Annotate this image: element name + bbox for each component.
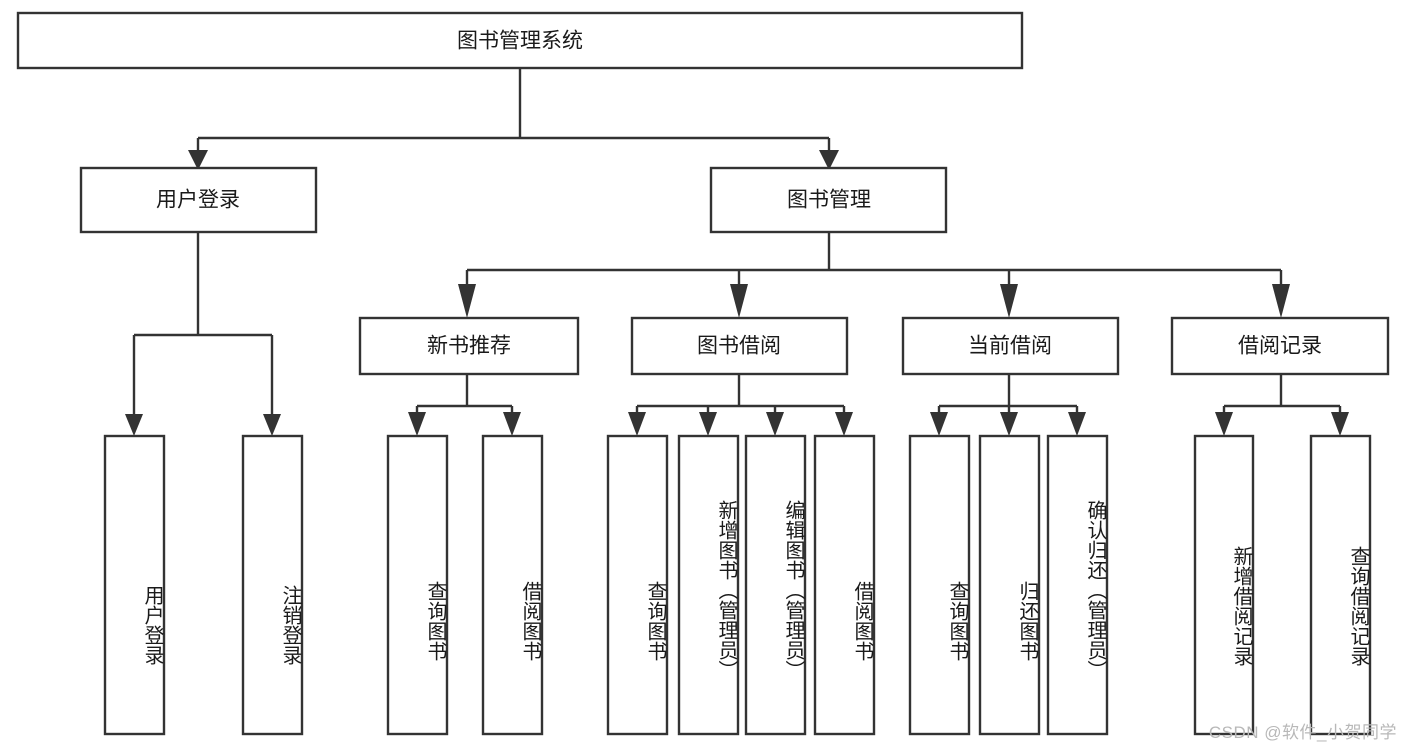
arrow-head-leaf-edit-book (766, 412, 784, 436)
arrow-head-leaf-return-book (1000, 412, 1018, 436)
node-book-borrow-box[interactable] (630, 316, 849, 376)
node-book-borrow-label: 图书借阅 (697, 335, 781, 358)
arrow-head-borrow-record (1272, 284, 1290, 318)
node-user-login-label: 用户登录 (156, 189, 240, 212)
node-new-book-recommend-label: 新书推荐 (427, 335, 511, 358)
node-leaf-add-book-box[interactable] (677, 434, 740, 736)
arrow-head-leaf-logout (263, 414, 281, 436)
node-current-borrow-box[interactable] (901, 316, 1120, 376)
node-leaf-add-record-box[interactable] (1193, 434, 1255, 736)
arrow-head-book-borrow (730, 284, 748, 318)
csdn-watermark: CSDN @软件_小贺同学 (1208, 723, 1397, 742)
arrow-head-leaf-borrow-book-1 (503, 412, 521, 436)
node-leaf-borrow-book-1-box[interactable] (481, 434, 544, 736)
arrow-head-leaf-query-book-2 (628, 412, 646, 436)
node-borrow-record-box[interactable] (1170, 316, 1390, 376)
arrow-head-leaf-borrow-book-2 (835, 412, 853, 436)
node-leaf-query-book-3-box[interactable] (908, 434, 971, 736)
node-leaf-user-login-box[interactable] (103, 434, 166, 736)
node-new-book-recommend-box[interactable] (358, 316, 580, 376)
node-user-login-box[interactable] (79, 166, 318, 234)
node-leaf-borrow-book-2-box[interactable] (813, 434, 876, 736)
arrow-head-user-login (188, 150, 208, 170)
node-leaf-logout-box[interactable] (241, 434, 304, 736)
arrow-head-leaf-user-login (125, 414, 143, 436)
node-leaf-return-book-box[interactable] (978, 434, 1041, 736)
node-leaf-query-record-box[interactable] (1309, 434, 1372, 736)
node-book-manage-label: 图书管理 (787, 189, 871, 212)
node-root-label: 图书管理系统 (457, 30, 583, 53)
arrow-head-new-book-recommend (458, 284, 476, 318)
arrow-head-current-borrow (1000, 284, 1018, 318)
node-leaf-query-book-1-box[interactable] (386, 434, 449, 736)
arrow-head-leaf-add-book (699, 412, 717, 436)
node-leaf-confirm-return-box[interactable] (1046, 434, 1109, 736)
node-current-borrow-label: 当前借阅 (968, 335, 1052, 358)
node-leaf-query-book-2-box[interactable] (606, 434, 669, 736)
node-layer: 图书管理系统 用户登录 图书管理 新书推荐 图书借阅 当前借阅 借阅记录 (16, 11, 1390, 736)
connector-layer (125, 68, 1349, 436)
arrow-head-leaf-query-book-1 (408, 412, 426, 436)
arrow-head-book-manage (819, 150, 839, 170)
arrow-head-leaf-query-book-3 (930, 412, 948, 436)
arrow-head-leaf-query-record (1331, 412, 1349, 436)
node-leaf-edit-book-box[interactable] (744, 434, 807, 736)
node-book-manage-box[interactable] (709, 166, 948, 234)
node-root-box[interactable] (16, 11, 1024, 70)
arrow-head-leaf-add-record (1215, 412, 1233, 436)
node-borrow-record-label: 借阅记录 (1238, 335, 1322, 358)
arrow-head-leaf-confirm-return (1068, 412, 1086, 436)
